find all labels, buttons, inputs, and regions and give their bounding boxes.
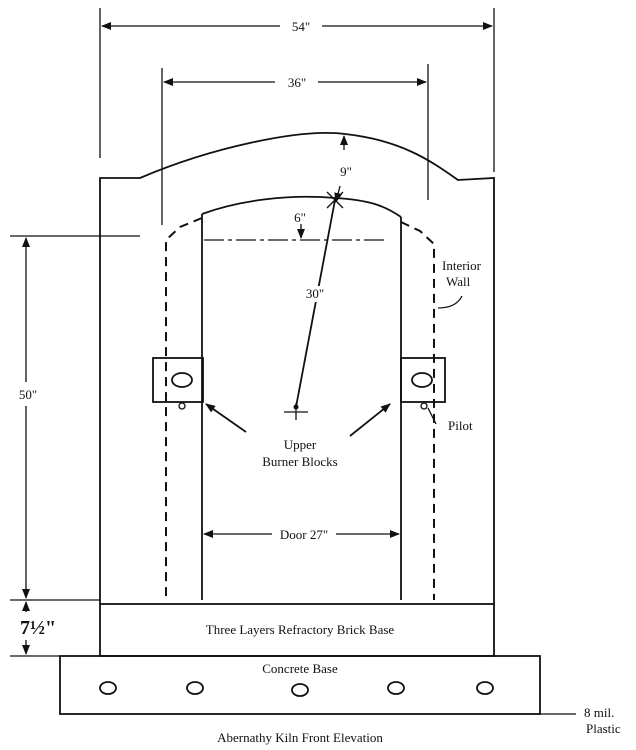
inner-arch bbox=[201, 195, 402, 600]
refractory-brick-base: Three Layers Refractory Brick Base bbox=[99, 603, 495, 657]
burner-blocks-label-line2: Burner Blocks bbox=[262, 454, 337, 469]
kiln-outer-wall bbox=[99, 132, 495, 604]
dimension-9-label: 9" bbox=[340, 164, 352, 179]
plastic-membrane: 8 mil. Plastic bbox=[540, 705, 621, 736]
dimension-door-27-inch: Door 27" bbox=[203, 527, 400, 542]
interior-wall-dashed bbox=[165, 217, 435, 600]
dimension-6-inch: 6" bbox=[204, 210, 388, 241]
interior-wall-callout: Interior Wall bbox=[437, 258, 482, 309]
dimension-6-label: 6" bbox=[294, 210, 306, 225]
interior-wall-label-line1: Interior bbox=[442, 258, 482, 273]
plastic-label-line1: 8 mil. bbox=[584, 705, 614, 720]
dimension-54-label: 54" bbox=[292, 19, 310, 34]
dimension-50-label: 50" bbox=[19, 387, 37, 402]
concrete-base-label: Concrete Base bbox=[262, 661, 338, 676]
burner-block-right bbox=[400, 357, 446, 410]
dimension-54-inch: 54" bbox=[99, 8, 495, 172]
dimension-36-inch: 36" bbox=[161, 64, 429, 225]
dimension-30-label: 30" bbox=[306, 286, 324, 301]
brick-base-label: Three Layers Refractory Brick Base bbox=[206, 622, 395, 637]
dimension-30-inch-radius: 30" bbox=[284, 191, 344, 420]
door-27-label: Door 27" bbox=[280, 527, 328, 542]
dimension-50-inch: 50" bbox=[10, 235, 140, 601]
plastic-label-line2: Plastic bbox=[586, 721, 621, 736]
diagram-caption: Abernathy Kiln Front Elevation bbox=[217, 730, 383, 745]
dimension-9-inch: 9" bbox=[334, 135, 352, 203]
pilot-callout: Pilot bbox=[427, 407, 473, 433]
pilot-label: Pilot bbox=[448, 418, 473, 433]
dimension-7-5-inch: 7½" bbox=[10, 601, 60, 657]
burner-block-left bbox=[152, 357, 204, 410]
interior-wall-label-line2: Wall bbox=[446, 274, 471, 289]
dimension-7-5-label: 7½" bbox=[20, 617, 56, 639]
dimension-36-label: 36" bbox=[288, 75, 306, 90]
burner-blocks-callout: Upper Burner Blocks bbox=[205, 403, 391, 469]
burner-blocks-label-line1: Upper bbox=[284, 437, 317, 452]
concrete-base: Concrete Base bbox=[59, 655, 541, 715]
